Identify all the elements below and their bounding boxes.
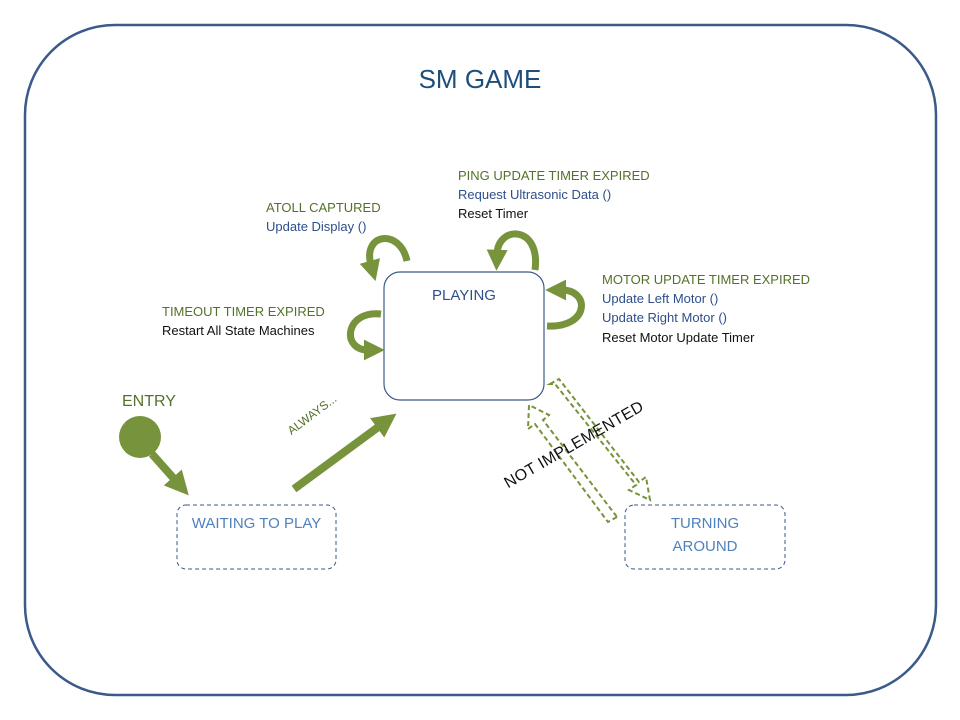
timeout-action-label: Restart All State Machines (162, 323, 315, 338)
entry-label: ENTRY (122, 393, 176, 410)
state-playing-label: PLAYING (432, 287, 496, 304)
motor-event-label: MOTOR UPDATE TIMER EXPIRED (602, 272, 811, 287)
self-loop-timeout-arrow (347, 310, 385, 361)
always-arrow (291, 413, 397, 493)
motor-action2-label: Update Right Motor () (602, 310, 727, 325)
entry-point-dot (119, 416, 161, 458)
self-loop-ping-arrow (486, 230, 539, 271)
ping-action1-label: Request Ultrasonic Data () (458, 187, 612, 202)
motor-action3-label: Reset Motor Update Timer (602, 330, 755, 345)
self-loop-atoll-arrow (359, 235, 411, 282)
self-loop-motor-arrow (545, 279, 585, 330)
ping-event-label: PING UPDATE TIMER EXPIRED (458, 168, 650, 183)
motor-action1-label: Update Left Motor () (602, 291, 719, 306)
state-turning-label-line2: AROUND (672, 538, 738, 555)
entry-arrow (149, 451, 189, 496)
timeout-event-label: TIMEOUT TIMER EXPIRED (162, 304, 325, 319)
atoll-action-label: Update Display () (266, 219, 367, 234)
diagram-title: SM GAME (418, 64, 542, 94)
state-waiting-label: WAITING TO PLAY (191, 515, 322, 532)
not-implemented-arrow-down (546, 377, 652, 502)
state-waiting-box[interactable] (176, 504, 337, 570)
not-implemented-arrow-up (526, 403, 619, 524)
outer-frame (23, 23, 938, 697)
atoll-event-label: ATOLL CAPTURED (266, 200, 381, 215)
ping-action2-label: Reset Timer (458, 206, 529, 221)
state-playing-box[interactable] (383, 271, 545, 401)
state-turning-box[interactable] (624, 504, 786, 570)
state-turning-label-line1: TURNING (670, 515, 740, 532)
